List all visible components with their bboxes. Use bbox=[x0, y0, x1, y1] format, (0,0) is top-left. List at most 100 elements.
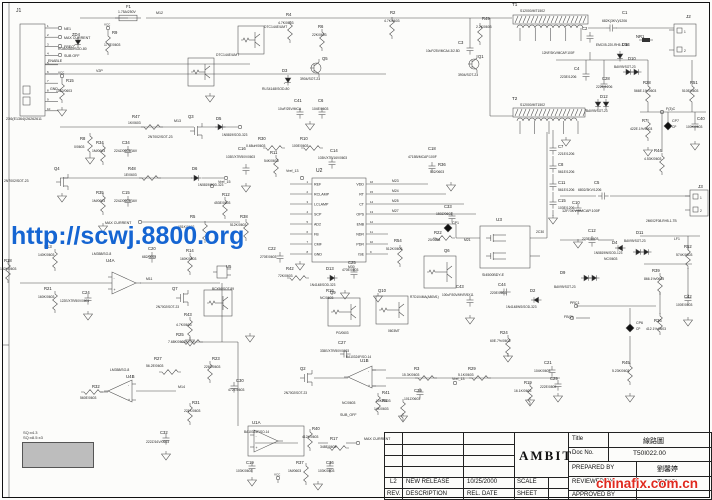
component-label: F1 bbox=[126, 4, 132, 9]
digital-transistor-box bbox=[203, 289, 233, 317]
component-label: 177E/0603 bbox=[104, 43, 121, 47]
sheet-label: SHEET bbox=[517, 491, 538, 497]
component-label: M24 bbox=[392, 189, 399, 193]
opamp-icon bbox=[347, 365, 373, 389]
component-label: R44 bbox=[654, 148, 662, 153]
component-label: C22 bbox=[268, 246, 276, 251]
resistor-icon bbox=[375, 393, 381, 415]
prepared-label: PREPARED BY bbox=[572, 465, 615, 471]
component-label: 682K(3KV)/1206 bbox=[602, 19, 627, 23]
component-label: RLS4148/SOD-80 bbox=[262, 87, 289, 91]
net-terminal-icon bbox=[224, 176, 228, 180]
component-label: R39 bbox=[652, 268, 660, 273]
resistor-icon bbox=[505, 335, 511, 357]
pin-number: 8 bbox=[47, 88, 49, 92]
component-label: 561E/1206 bbox=[558, 188, 575, 192]
pin-number: 8 bbox=[306, 250, 308, 254]
vcc-label: VCC bbox=[58, 71, 65, 75]
component-label: 2N7002/SOT-23 bbox=[148, 135, 173, 139]
component-label: R28 bbox=[643, 80, 651, 85]
pin-number: 15 bbox=[370, 190, 374, 194]
component-label: S12000/MT1502 bbox=[520, 103, 545, 107]
wire bbox=[254, 33, 261, 39]
diode-icon bbox=[625, 68, 632, 76]
component-label: + bbox=[256, 446, 258, 450]
watermark-chinafix: chinafix.com.cn bbox=[596, 476, 699, 491]
pin-name: CMF bbox=[314, 243, 323, 247]
diode-icon bbox=[643, 248, 650, 256]
component-label: ZD4 bbox=[72, 32, 81, 37]
resistor-icon bbox=[477, 23, 483, 45]
rev-value: L2 bbox=[390, 479, 397, 485]
component-label: M25 bbox=[392, 199, 399, 203]
component-label: 6802/3KV/1206 bbox=[578, 188, 601, 192]
component-label: U5 bbox=[226, 264, 232, 269]
pin-number: 5 bbox=[306, 220, 308, 224]
internal-resistor-icon bbox=[241, 37, 250, 43]
component-label: R16 bbox=[326, 288, 334, 293]
component-label: C30 bbox=[236, 378, 244, 383]
component-label: 348E/0603 bbox=[320, 445, 337, 449]
component-label: C7 bbox=[558, 144, 564, 149]
component-label: D10 bbox=[628, 56, 636, 61]
component-label: 3904/SOT-23 bbox=[458, 73, 478, 77]
pin-name: RCLAMP bbox=[314, 193, 330, 197]
resistor-icon bbox=[59, 81, 65, 103]
component-label: R4 bbox=[286, 12, 292, 17]
component-label: R41 bbox=[382, 390, 390, 395]
core-hatch bbox=[514, 15, 519, 24]
net-terminal-icon bbox=[58, 35, 62, 39]
component-label: C2 bbox=[582, 26, 588, 31]
component-label: 1N5819/SOD-323 bbox=[222, 133, 248, 137]
component-label: R10 bbox=[300, 136, 308, 141]
component-label: 512K/0603 bbox=[386, 247, 403, 251]
wire bbox=[222, 296, 229, 302]
date-value: 10/25/2000 bbox=[467, 479, 498, 485]
component-label: FB(2) bbox=[564, 315, 573, 319]
diode-icon bbox=[591, 274, 598, 282]
component-label: M30 bbox=[348, 265, 355, 269]
core-hatch bbox=[518, 15, 523, 24]
component-label: 10K/0603 bbox=[376, 399, 391, 403]
pin-number: 5 bbox=[47, 61, 49, 65]
net-terminal-icon bbox=[570, 316, 574, 320]
ground-icon bbox=[244, 335, 256, 343]
resistor-icon bbox=[689, 83, 695, 105]
ground-icon bbox=[524, 399, 536, 407]
component-label: NC/0603 bbox=[342, 401, 355, 405]
wire bbox=[398, 303, 405, 309]
wire bbox=[471, 65, 478, 71]
core-hatch bbox=[554, 108, 559, 117]
component-label: U3 bbox=[496, 217, 502, 222]
core-hatch bbox=[534, 108, 539, 117]
ground-icon bbox=[464, 317, 476, 325]
component-label: 561E/1206 bbox=[558, 170, 575, 174]
component-label: C24 bbox=[82, 290, 90, 295]
component-label: R7D104MA(A80M1) bbox=[410, 295, 439, 299]
core-hatch bbox=[578, 108, 583, 117]
component-label: 220E/0603 bbox=[490, 291, 507, 295]
diode-icon bbox=[635, 248, 642, 256]
pin-name: FB bbox=[314, 233, 319, 237]
component-label: 1M/0603 bbox=[288, 469, 301, 473]
component-label: T1 bbox=[512, 2, 518, 7]
component-label: 412.1%/0603 bbox=[646, 327, 666, 331]
resistor-icon bbox=[659, 153, 665, 175]
core-hatch bbox=[566, 108, 571, 117]
component-label: PRC1 bbox=[570, 301, 580, 305]
core-hatch bbox=[542, 15, 547, 24]
net-terminal-icon bbox=[58, 26, 62, 30]
zener-icon bbox=[74, 39, 82, 46]
component-label: R1 bbox=[382, 398, 388, 403]
component-label: + bbox=[114, 288, 116, 292]
component-label: R11 bbox=[270, 150, 278, 155]
component-label: R34 bbox=[96, 140, 104, 145]
connector-pin bbox=[692, 193, 699, 200]
wire bbox=[446, 273, 453, 279]
component-label: R38 bbox=[240, 214, 248, 219]
resistor-icon bbox=[287, 275, 309, 281]
component-label: 226E/0603 bbox=[204, 365, 221, 369]
component-label: NC/0603 bbox=[604, 257, 617, 261]
component-label: U4B bbox=[126, 374, 135, 379]
pin-name: SCP bbox=[314, 213, 322, 217]
